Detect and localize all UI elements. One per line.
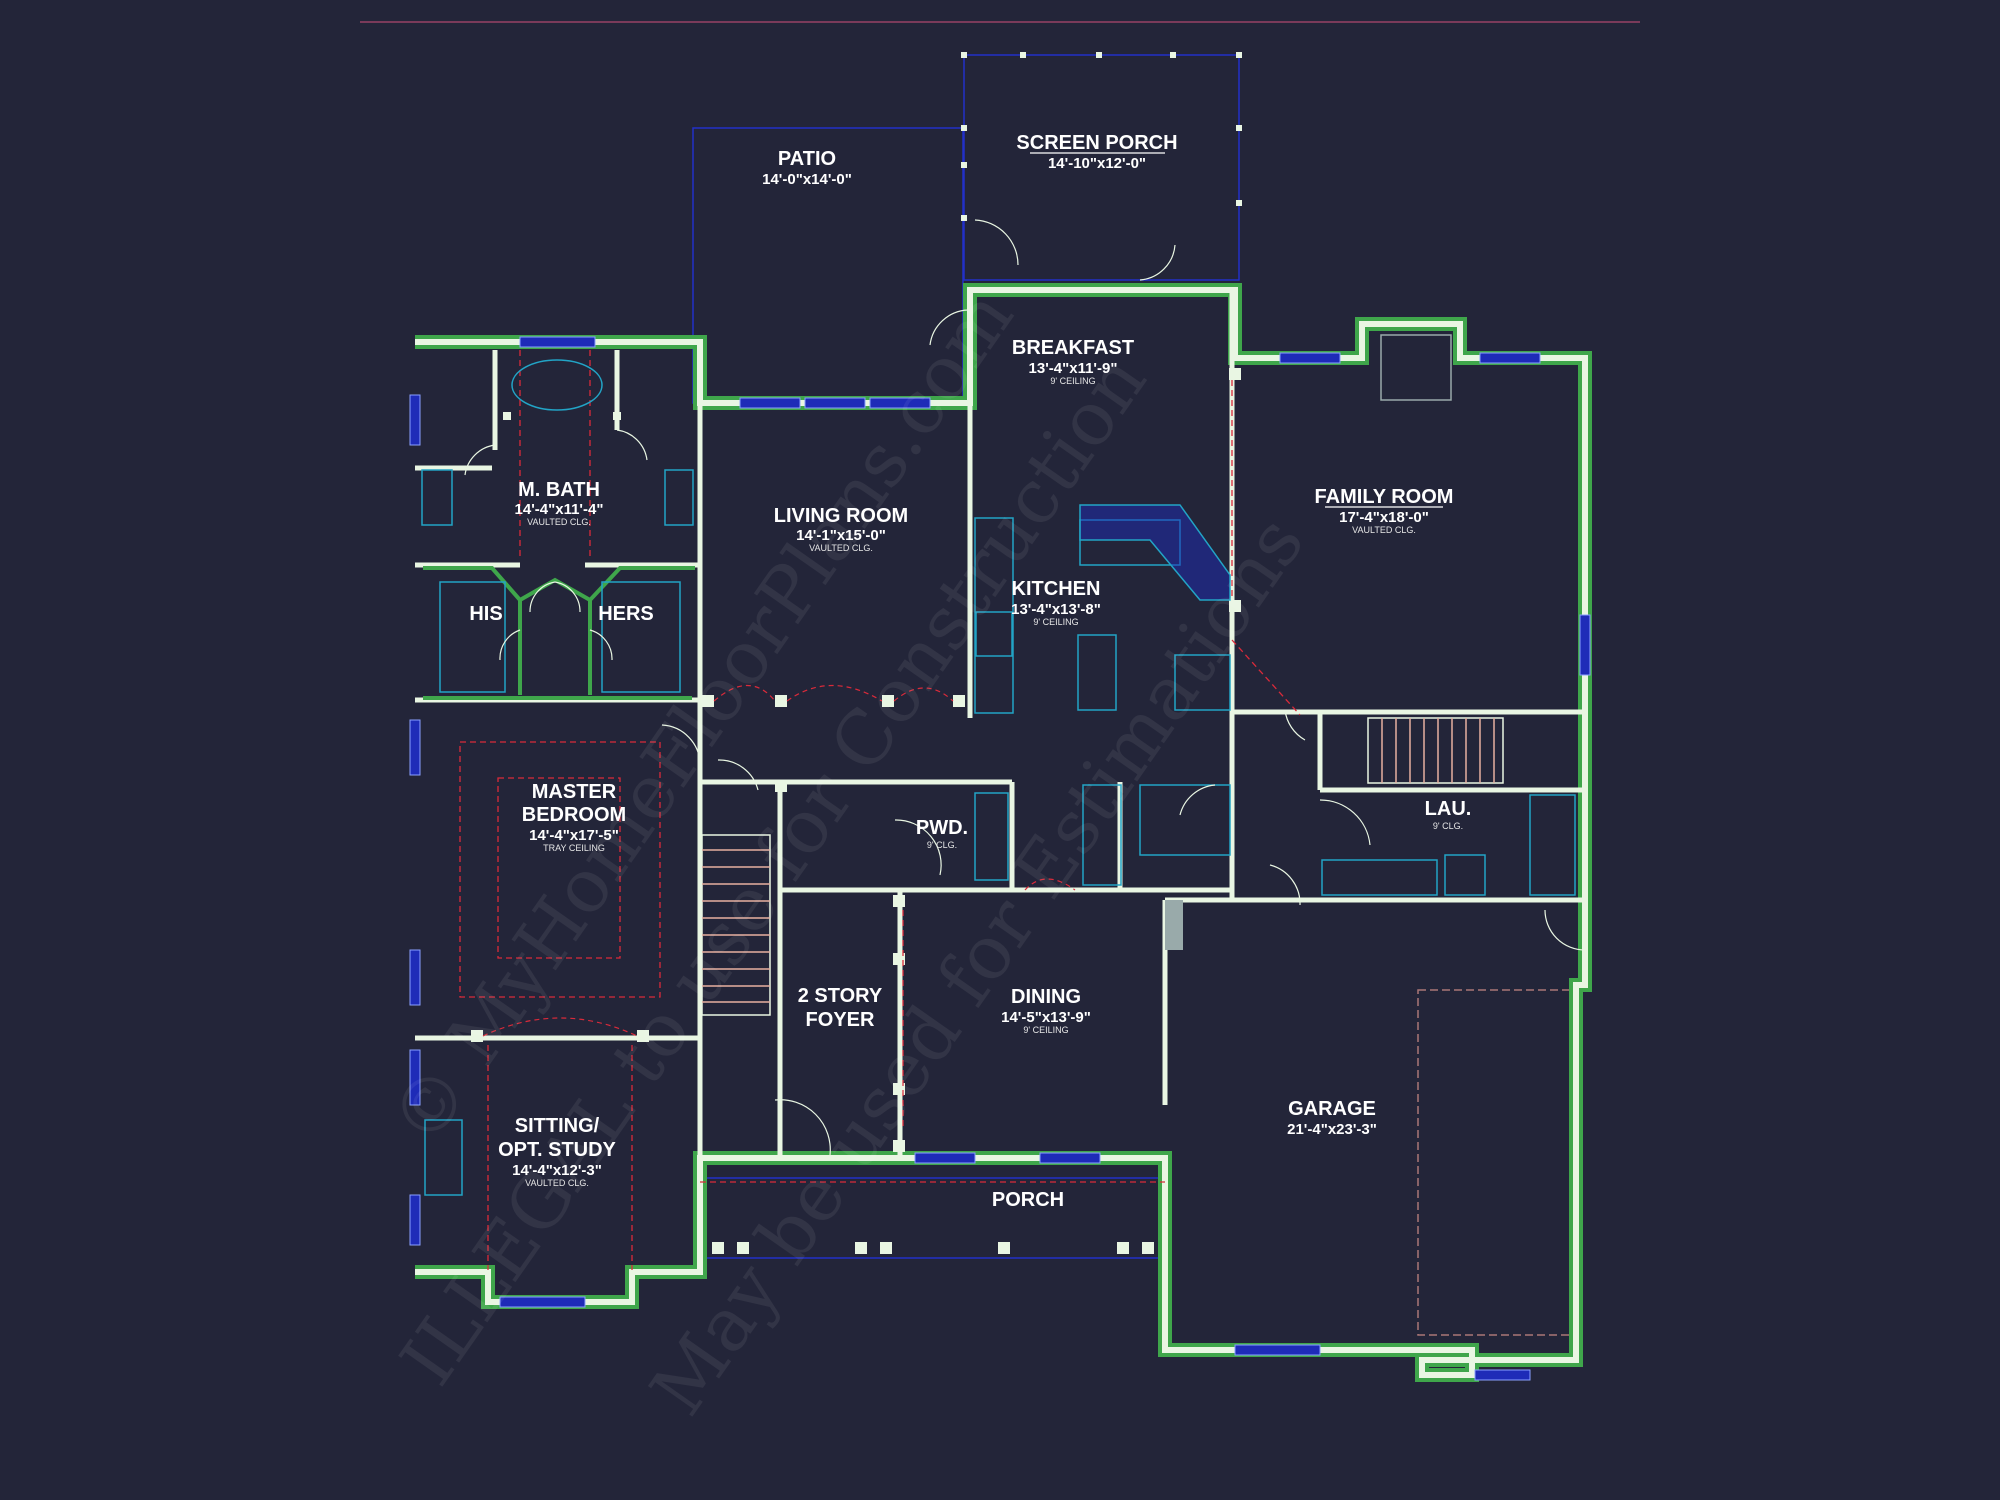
m-bath-name: M. BATH [518, 479, 600, 501]
family-room-dims: 17'-4"x18'-0" [1339, 509, 1429, 526]
master-bedroom-ceiling: TRAY CEILING [543, 843, 605, 853]
room-pwd: PWD. 9' CLG. [916, 817, 968, 850]
living-room-ceiling: VAULTED CLG. [809, 543, 873, 553]
room-living-room: LIVING ROOM 14'-1"x15'-0" VAULTED CLG. [774, 505, 908, 553]
breakfast-ceiling: 9' CEILING [1050, 376, 1095, 386]
screen-porch-posts [961, 52, 1242, 221]
lau-name: LAU. [1425, 798, 1472, 820]
dining-ceiling: 9' CEILING [1023, 1025, 1068, 1035]
garage-dims: 21'-4"x23'-3" [1287, 1121, 1377, 1138]
sitting-name-1: SITTING/ [515, 1115, 600, 1137]
opening-arcs [482, 685, 1076, 1037]
exterior-walls [415, 283, 1592, 1382]
kitchen-name: KITCHEN [1012, 578, 1101, 600]
room-lau: LAU. 9' CLG. [1425, 798, 1472, 831]
patio-name: PATIO [778, 148, 836, 170]
patio-dims: 14'-0"x14'-0" [762, 171, 852, 188]
ceiling-lines [459, 350, 1301, 1270]
family-room-ceiling: VAULTED CLG. [1352, 525, 1416, 535]
family-room-name: FAMILY ROOM [1315, 486, 1454, 508]
pwd-ceiling: 9' CLG. [927, 840, 957, 850]
his-closet-name: HIS [469, 603, 502, 625]
master-bedroom-dims: 14'-4"x17'-5" [529, 827, 619, 844]
door-swings [464, 219, 1586, 1156]
room-dining: DINING 14'-5"x13'-9" 9' CEILING [1001, 986, 1091, 1035]
living-room-name: LIVING ROOM [774, 505, 908, 527]
room-kitchen: KITCHEN 13'-4"x13'-8" 9' CEILING [1011, 578, 1101, 627]
stairs [701, 717, 1504, 1016]
foyer-name-2: FOYER [806, 1009, 875, 1031]
sitting-dims: 14'-4"x12'-3" [512, 1162, 602, 1179]
room-patio: PATIO 14'-0"x14'-0" [762, 148, 852, 188]
room-breakfast: BREAKFAST 13'-4"x11'-9" 9' CEILING [1012, 337, 1134, 386]
watermark: © MyHomeFloorPlans.com ILLEGAL to use fo… [374, 275, 1321, 1430]
pwd-name: PWD. [916, 817, 968, 839]
living-room-dims: 14'-1"x15'-0" [796, 527, 886, 544]
foyer-name-1: 2 STORY [798, 985, 883, 1007]
room-master-bedroom: MASTER BEDROOM 14'-4"x17'-5" TRAY CEILIN… [522, 781, 626, 853]
garage-door-outline [1417, 989, 1574, 1336]
room-sitting: SITTING/ OPT. STUDY 14'-4"x12'-3" VAULTE… [498, 1115, 616, 1188]
kitchen-ceiling: 9' CEILING [1033, 617, 1078, 627]
master-bedroom-name-1: MASTER [532, 781, 617, 803]
room-labels: PATIO 14'-0"x14'-0" SCREEN PORCH 14'-10"… [469, 132, 1471, 1211]
room-garage: GARAGE 21'-4"x23'-3" [1287, 1098, 1377, 1138]
garage-name: GARAGE [1288, 1098, 1376, 1120]
lau-ceiling: 9' CLG. [1433, 821, 1463, 831]
room-screen-porch: SCREEN PORCH 14'-10"x12'-0" [1016, 132, 1177, 172]
sitting-name-2: OPT. STUDY [498, 1139, 616, 1161]
master-bedroom-name-2: BEDROOM [522, 804, 626, 826]
breakfast-name: BREAKFAST [1012, 337, 1134, 359]
room-family-room: FAMILY ROOM 17'-4"x18'-0" VAULTED CLG. [1315, 486, 1454, 535]
room-m-bath: M. BATH 14'-4"x11'-4" VAULTED CLG. [515, 479, 604, 527]
closet-walls [423, 566, 695, 700]
screen-porch-name: SCREEN PORCH [1016, 132, 1177, 154]
kitchen-dims: 13'-4"x13'-8" [1011, 601, 1101, 618]
m-bath-dims: 14'-4"x11'-4" [515, 501, 604, 518]
sitting-ceiling: VAULTED CLG. [525, 1178, 589, 1188]
dining-name: DINING [1011, 986, 1081, 1008]
exterior-wall-face [415, 287, 1588, 1378]
room-foyer: 2 STORY FOYER [798, 985, 883, 1031]
porch-name: PORCH [992, 1189, 1064, 1211]
windows [409, 336, 1591, 1381]
m-bath-ceiling: VAULTED CLG. [527, 517, 591, 527]
fixtures [421, 334, 1576, 1196]
screen-porch-dims: 14'-10"x12'-0" [1048, 155, 1146, 172]
dining-dims: 14'-5"x13'-9" [1001, 1009, 1091, 1026]
hers-closet-name: HERS [598, 603, 654, 625]
column-markers [471, 368, 1241, 1254]
breakfast-dims: 13'-4"x11'-9" [1029, 360, 1118, 377]
